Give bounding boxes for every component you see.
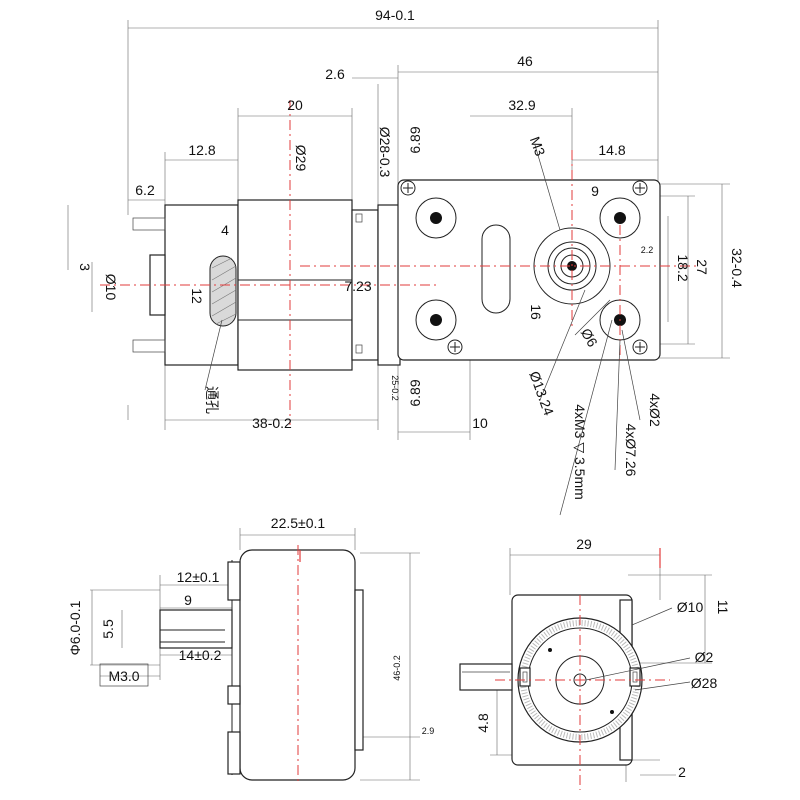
- dim-dia-28: Ø28: [691, 675, 718, 691]
- dim-dia-13-24: Ø13.24: [526, 369, 557, 418]
- dim-dia-10: Ø10: [677, 599, 704, 615]
- dim-len-25: 25-0.2: [390, 375, 400, 401]
- dim-len-12-8: 12.8: [188, 142, 215, 158]
- dim-len-20: 20: [287, 97, 303, 113]
- dim-dia-2: Ø2: [695, 649, 714, 665]
- screw-icons: [400, 180, 648, 355]
- top-view: 94-0.1 46 2.6 Ø28-0.3 20 32.9 Ø29 6.89 1…: [67, 7, 745, 516]
- dim-len-27: 27: [694, 259, 710, 275]
- dim-offset-2-6: 2.6: [325, 66, 345, 82]
- dim-len-12: 12±0.1: [177, 569, 220, 585]
- dim-len-18-2: 18.2: [675, 254, 691, 281]
- dim-len-3: 3: [77, 263, 93, 271]
- dim-len-4-8: 4.8: [475, 713, 491, 733]
- dim-thread: M3.0: [108, 668, 139, 684]
- dim-len-4: 4: [221, 222, 229, 238]
- side-view: 22.5±0.1 12±0.1 9 Φ6.0-0.1 5.5 14±0.2 M3…: [67, 515, 434, 785]
- dim-width-29: 29: [576, 536, 592, 552]
- dim-len-12: 12: [189, 288, 205, 304]
- dim-thread-m3: M3: [527, 134, 549, 158]
- dim-width-32: 32-0.4: [729, 248, 745, 288]
- dim-len-2-2: 2.2: [641, 245, 654, 255]
- dim-holes-m3: 4xM3 ▽ 3.5mm: [572, 404, 588, 500]
- dim-len-9: 9: [591, 183, 599, 199]
- dim-shaft-dia: Φ6.0-0.1: [67, 600, 83, 655]
- dim-gearbox-length: 46: [517, 53, 533, 69]
- dim-mount-top: 6.89: [407, 126, 423, 153]
- dim-holes-2: 4xØ2: [647, 393, 663, 427]
- dim-overall-length: 94-0.1: [375, 7, 415, 23]
- dim-width-22-5: 22.5±0.1: [271, 515, 326, 531]
- dim-len-16: 16: [528, 304, 544, 320]
- dim-shaft-offset: 32.9: [508, 97, 535, 113]
- dim-len-14: 14±0.2: [179, 647, 222, 663]
- dim-len-9: 9: [184, 592, 192, 608]
- dim-height-46: 46-0.2: [392, 655, 402, 681]
- dim-len-6-2: 6.2: [135, 182, 155, 198]
- end-view: 29 Ø10 11 Ø2 Ø28 4.8 2: [459, 536, 731, 790]
- dim-motor-dia-28: Ø28-0.3: [377, 127, 393, 178]
- dim-holes-7-26: 4xØ7.26: [623, 424, 639, 477]
- dim-dia-10: Ø10: [103, 274, 119, 301]
- label-through-hole: 通孔: [204, 386, 220, 414]
- dim-len-11: 11: [715, 600, 731, 615]
- dim-mount-bottom: 6.89: [407, 379, 423, 406]
- dim-len-7-23: 7.23: [344, 278, 371, 294]
- dim-len-2: 2: [678, 764, 686, 780]
- dim-len-5-5: 5.5: [100, 619, 116, 639]
- dim-motor-length: 38-0.2: [252, 415, 292, 431]
- dim-len-2-9: 2.9: [422, 726, 435, 736]
- dim-len-14-8: 14.8: [598, 142, 625, 158]
- dim-dia-29: Ø29: [293, 145, 309, 172]
- dim-len-10: 10: [472, 415, 488, 431]
